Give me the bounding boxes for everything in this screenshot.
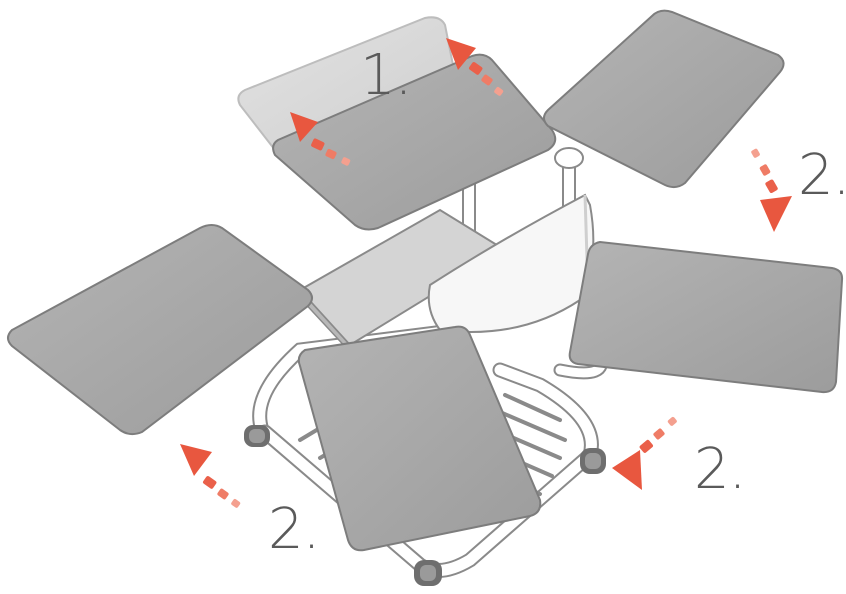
- step-2-label-right: 2.: [694, 437, 746, 502]
- motion-arrow-icon: [180, 444, 241, 508]
- arrow-step2-bottom-left: [180, 444, 241, 508]
- step-2-label-bottom-left: 2.: [268, 497, 320, 562]
- tablet-right: [568, 240, 844, 394]
- caster-wheel-icon: [414, 560, 442, 586]
- arrow-step2-top-right: [751, 148, 792, 232]
- motion-arrow-icon: [446, 38, 504, 96]
- caster-wheels: [244, 425, 606, 586]
- caster-wheel-icon: [580, 448, 606, 474]
- caster-wheel-icon: [244, 425, 270, 447]
- motion-arrow-icon: [290, 112, 351, 166]
- step-2-label-top-right: 2.: [798, 143, 846, 208]
- tablet-top-right: [543, 9, 785, 189]
- tablet-top-center: [272, 53, 557, 231]
- arrow-step1-left: [290, 112, 351, 166]
- tablet-left: [7, 224, 313, 436]
- tablet-front: [297, 325, 542, 552]
- step-1-label: 1.: [360, 43, 412, 108]
- arrow-step1-right: [446, 38, 504, 96]
- motion-arrow-icon: [751, 148, 792, 232]
- motion-arrow-icon: [612, 416, 677, 490]
- arrow-step2-right: [612, 416, 677, 490]
